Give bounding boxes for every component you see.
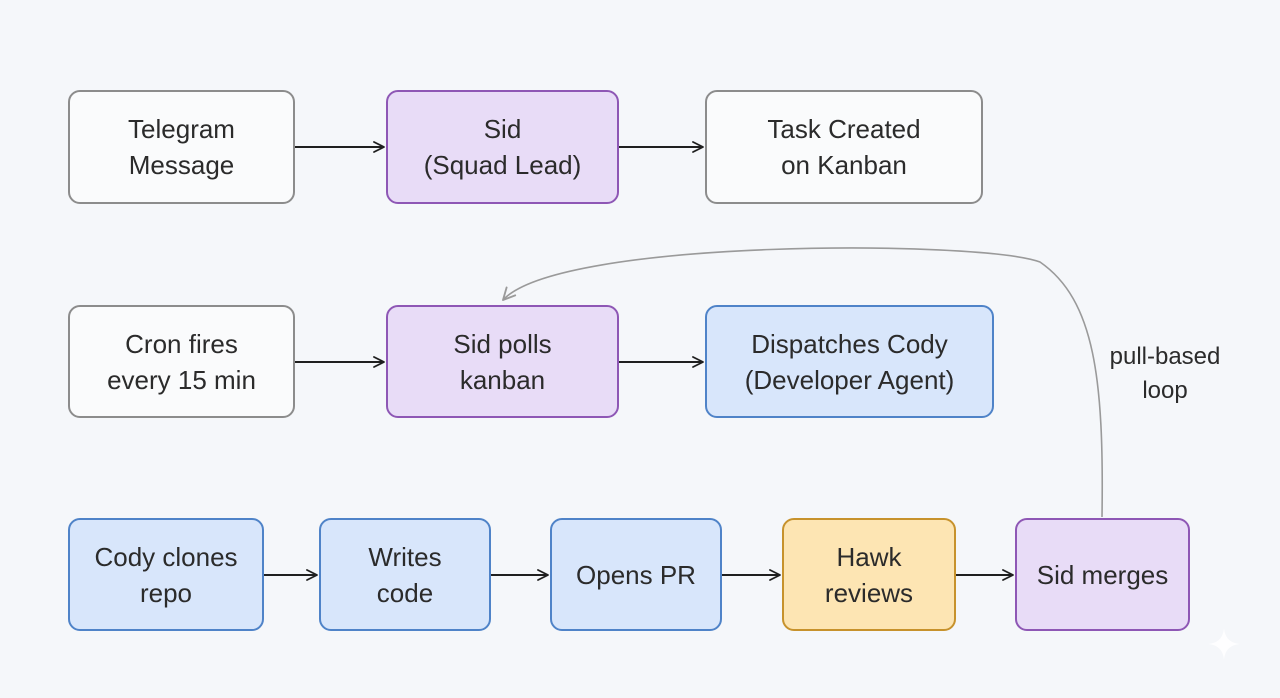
node-sid-squad-lead: Sid (Squad Lead) [386, 90, 619, 204]
node-hawk-reviews: Hawk reviews [782, 518, 956, 631]
node-task-created: Task Created on Kanban [705, 90, 983, 204]
node-label: Opens PR [576, 559, 696, 590]
sparkle-icon [1208, 628, 1240, 660]
node-cody-clones: Cody clones repo [68, 518, 264, 631]
node-sid-polls: Sid polls kanban [386, 305, 619, 418]
node-label: Telegram Message [128, 114, 235, 180]
node-sid-merges: Sid merges [1015, 518, 1190, 631]
node-cron-fires: Cron fires every 15 min [68, 305, 295, 418]
node-writes-code: Writes code [319, 518, 491, 631]
node-opens-pr: Opens PR [550, 518, 722, 631]
loop-label: pull-based loop [1109, 343, 1221, 404]
node-label: Sid merges [1036, 559, 1169, 590]
node-label: Sid polls kanban [453, 328, 552, 395]
node-label: Sid (Squad Lead) [423, 114, 582, 180]
node-dispatches-cody: Dispatches Cody (Developer Agent) [705, 305, 994, 418]
node-label: Task Created on Kanban [767, 114, 921, 180]
node-telegram-message: Telegram Message [68, 90, 295, 204]
pull-based-loop-arrow [502, 247, 1104, 518]
node-label: Dispatches Cody (Developer Agent) [744, 328, 955, 395]
node-label: Hawk reviews [824, 541, 914, 608]
node-label: Cody clones repo [94, 541, 238, 608]
node-label: Writes code [368, 541, 442, 608]
node-label: Cron fires every 15 min [107, 328, 256, 395]
